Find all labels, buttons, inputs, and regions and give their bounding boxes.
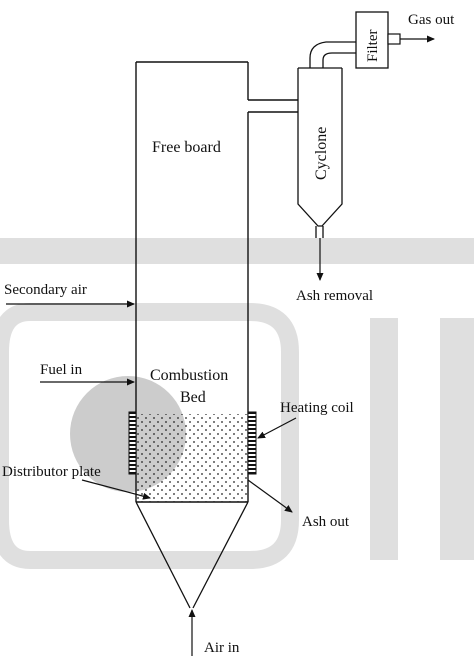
cyclone [297,41,356,238]
filter-label: Filter [365,29,381,62]
watermark-bar [370,318,398,560]
ash-removal-label: Ash removal [296,288,373,304]
flow-arrows [6,35,435,656]
cyclone-label: Cyclone [313,127,330,180]
heating-coil-pointer [257,417,297,439]
ash-out-label: Ash out [302,514,350,530]
combustion-label: Combustion [150,367,228,384]
fluidized-bed [136,414,248,502]
filter-outlet [387,33,401,45]
gas-out-label: Gas out [408,12,455,28]
air-plenum-cone [135,501,249,609]
cyclone-body [297,68,343,227]
bed-label: Bed [180,389,206,406]
air-in-label: Air in [204,640,240,656]
secondary-air-label: Secondary air [4,282,87,298]
heating-coil-right-fill [248,412,256,474]
fuel-in-label: Fuel in [40,362,83,378]
cyclone-outlet-outer [309,41,356,68]
watermark-band [0,238,474,264]
watermark-bar-right [440,318,474,560]
free-board-label: Free board [152,139,221,156]
distributor-plate-label: Distributor plate [2,464,101,480]
heating-coil-label: Heating coil [280,400,354,416]
cyclone-outlet-inner [322,52,356,68]
heating-coil-left-fill [129,412,136,474]
distributor-plate-pointer [81,479,151,500]
filter-box [355,11,389,69]
ash-out-arrow [247,479,293,513]
watermark-rounded-frame [0,303,299,569]
